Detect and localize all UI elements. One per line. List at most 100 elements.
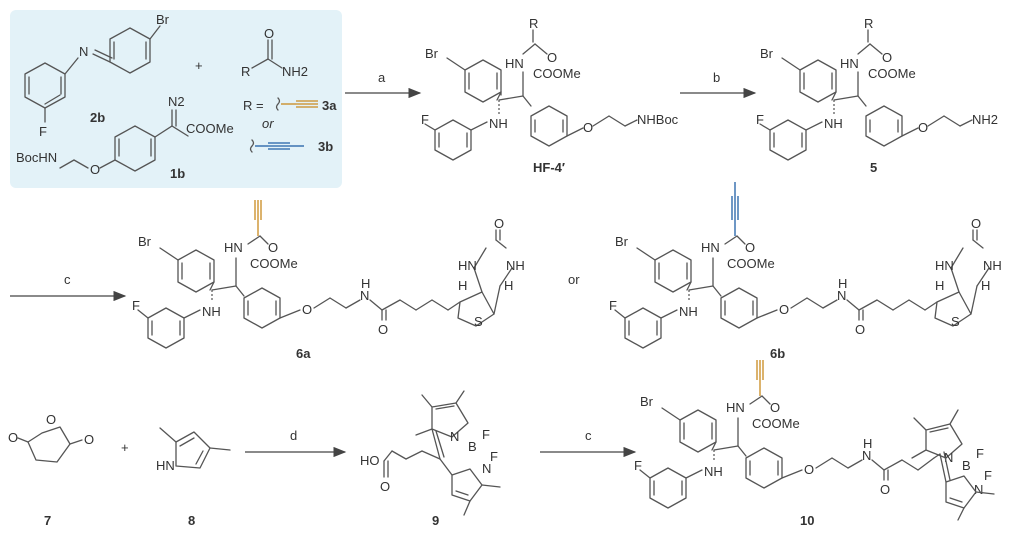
cpd6b-hn: HN [701, 240, 720, 255]
cpd10-n2: N [974, 482, 983, 497]
cpd6a-hn: HN [224, 240, 243, 255]
cpd6b-biotin-h2: H [981, 278, 990, 293]
compound-5-label: 5 [870, 160, 877, 175]
cpd6a-br: Br [138, 234, 152, 249]
label-3a: 3a [322, 98, 337, 113]
cpd7-o-left: O [8, 430, 18, 445]
hf4-f: F [421, 112, 429, 127]
or-between-6a-6b: or [568, 272, 580, 287]
cpd10-amide-n: N [862, 448, 871, 463]
cpd6a-biotin-h2: H [504, 278, 513, 293]
compound-5: Br NH F HN R O COOMe O NH2 [756, 16, 998, 161]
cpd5-br: Br [760, 46, 774, 61]
cpd7-ring-o: O [46, 412, 56, 427]
cpd10-b: B [962, 458, 971, 473]
arrow-b-condition: b [713, 70, 720, 85]
cpd10-n1: N [944, 450, 953, 465]
hf4-br: Br [425, 46, 439, 61]
amide-o-label: O [264, 26, 274, 41]
compound-7: O O O 7 [8, 412, 94, 528]
hf4-hn: HN [505, 56, 524, 71]
plus-sign-1: + [195, 58, 203, 73]
cpd5-hn: HN [840, 56, 859, 71]
cpd7-o-right: O [84, 432, 94, 447]
compound-10: Br NH F HN O COOMe O N H O [634, 360, 995, 521]
cpd10-amide-o: O [770, 400, 780, 415]
compound-6b: Br NH F HN O COOMe O N H O [609, 182, 1002, 349]
compound-3-amide: O R NH2 R = 3a or 3b [241, 26, 337, 154]
cpd5-f: F [756, 112, 764, 127]
cpd5-nh: NH [824, 116, 843, 131]
cpd9-acid-o: O [380, 479, 390, 494]
cpd10-f: F [634, 458, 642, 473]
cpd10-f1: F [976, 446, 984, 461]
cpd6b-ester: COOMe [727, 256, 775, 271]
cpd6a-amide-o: O [268, 240, 278, 255]
compound-8-label: 8 [188, 513, 195, 528]
cpd6a-amide-n: N [360, 288, 369, 303]
cpd9-n2: N [482, 461, 491, 476]
hf4-ester: COOMe [533, 66, 581, 81]
imine-br-label: Br [156, 12, 170, 27]
cpd10-nh: NH [704, 464, 723, 479]
hf4-ether-o: O [583, 120, 593, 135]
compound-2b-label: 2b [90, 110, 105, 125]
cpd10-f2: F [984, 468, 992, 483]
hf4-tail: NHBoc [637, 112, 679, 127]
imine-n-label: N [79, 44, 88, 59]
cpd6b-biotin-o: O [971, 216, 981, 231]
cpd5-r: R [864, 16, 873, 31]
cpd5-ester: COOMe [868, 66, 916, 81]
cpd6a-nh: NH [202, 304, 221, 319]
imine-f-label: F [39, 124, 47, 139]
r-definition: R = [243, 98, 264, 113]
cpd6b-br: Br [615, 234, 629, 249]
compound-10-label: 10 [800, 513, 814, 528]
hf4-nh: NH [489, 116, 508, 131]
cpd8-hn: HN [156, 458, 175, 473]
compound-6a-label: 6a [296, 346, 311, 361]
cpd6b-biotin-nh: NH [983, 258, 1002, 273]
cpd6a-biotin-o: O [494, 216, 504, 231]
cpd9-f1: F [482, 427, 490, 442]
arrow-c-row2-condition: c [64, 272, 71, 287]
compound-6b-label: 6b [770, 346, 785, 361]
cpd6b-biotin-hn: HN [935, 258, 954, 273]
cpd9-f2: F [490, 449, 498, 464]
hf4-amide-o: O [547, 50, 557, 65]
cpd5-tail: NH2 [972, 112, 998, 127]
hf4-r: R [529, 16, 538, 31]
cpd10-br: Br [640, 394, 654, 409]
cpd6a-f: F [132, 298, 140, 313]
diazo-ether-o: O [90, 162, 100, 177]
cpd10-ester: COOMe [752, 416, 800, 431]
cpd5-ether-o: O [918, 120, 928, 135]
cpd6b-f: F [609, 298, 617, 313]
diazo-ester-label: COOMe [186, 121, 234, 136]
cpd6a-biotin-hn: HN [458, 258, 477, 273]
cpd9-n1: N [450, 429, 459, 444]
cpd6a-s: S [474, 314, 483, 329]
cpd10-amide-h: H [863, 436, 872, 451]
cpd10-amide-o2: O [880, 482, 890, 497]
cpd6a-amide-o2: O [378, 322, 388, 337]
cpd6b-amide-o: O [745, 240, 755, 255]
cpd6b-amide-o2: O [855, 322, 865, 337]
compound-9-label: 9 [432, 513, 439, 528]
compound-8: HN 8 [156, 427, 231, 528]
compound-7-label: 7 [44, 513, 51, 528]
cpd6b-amide-n: N [837, 288, 846, 303]
compound-1b: N2 COOMe O BocHN 1b [16, 94, 234, 181]
amide-r-label: R [241, 64, 250, 79]
cpd10-hn: HN [726, 400, 745, 415]
cpd6a-biotin-h1: H [458, 278, 467, 293]
cpd6b-nh: NH [679, 304, 698, 319]
or-label-panel: or [262, 116, 274, 131]
arrow-d-condition: d [290, 428, 297, 443]
cpd10-ether-o: O [804, 462, 814, 477]
cpd9-b: B [468, 439, 477, 454]
compound-hf4: Br NH F HN R O COOMe O NHBoc [421, 16, 679, 161]
compound-1b-label: 1b [170, 166, 185, 181]
cpd6a-ether-o: O [302, 302, 312, 317]
